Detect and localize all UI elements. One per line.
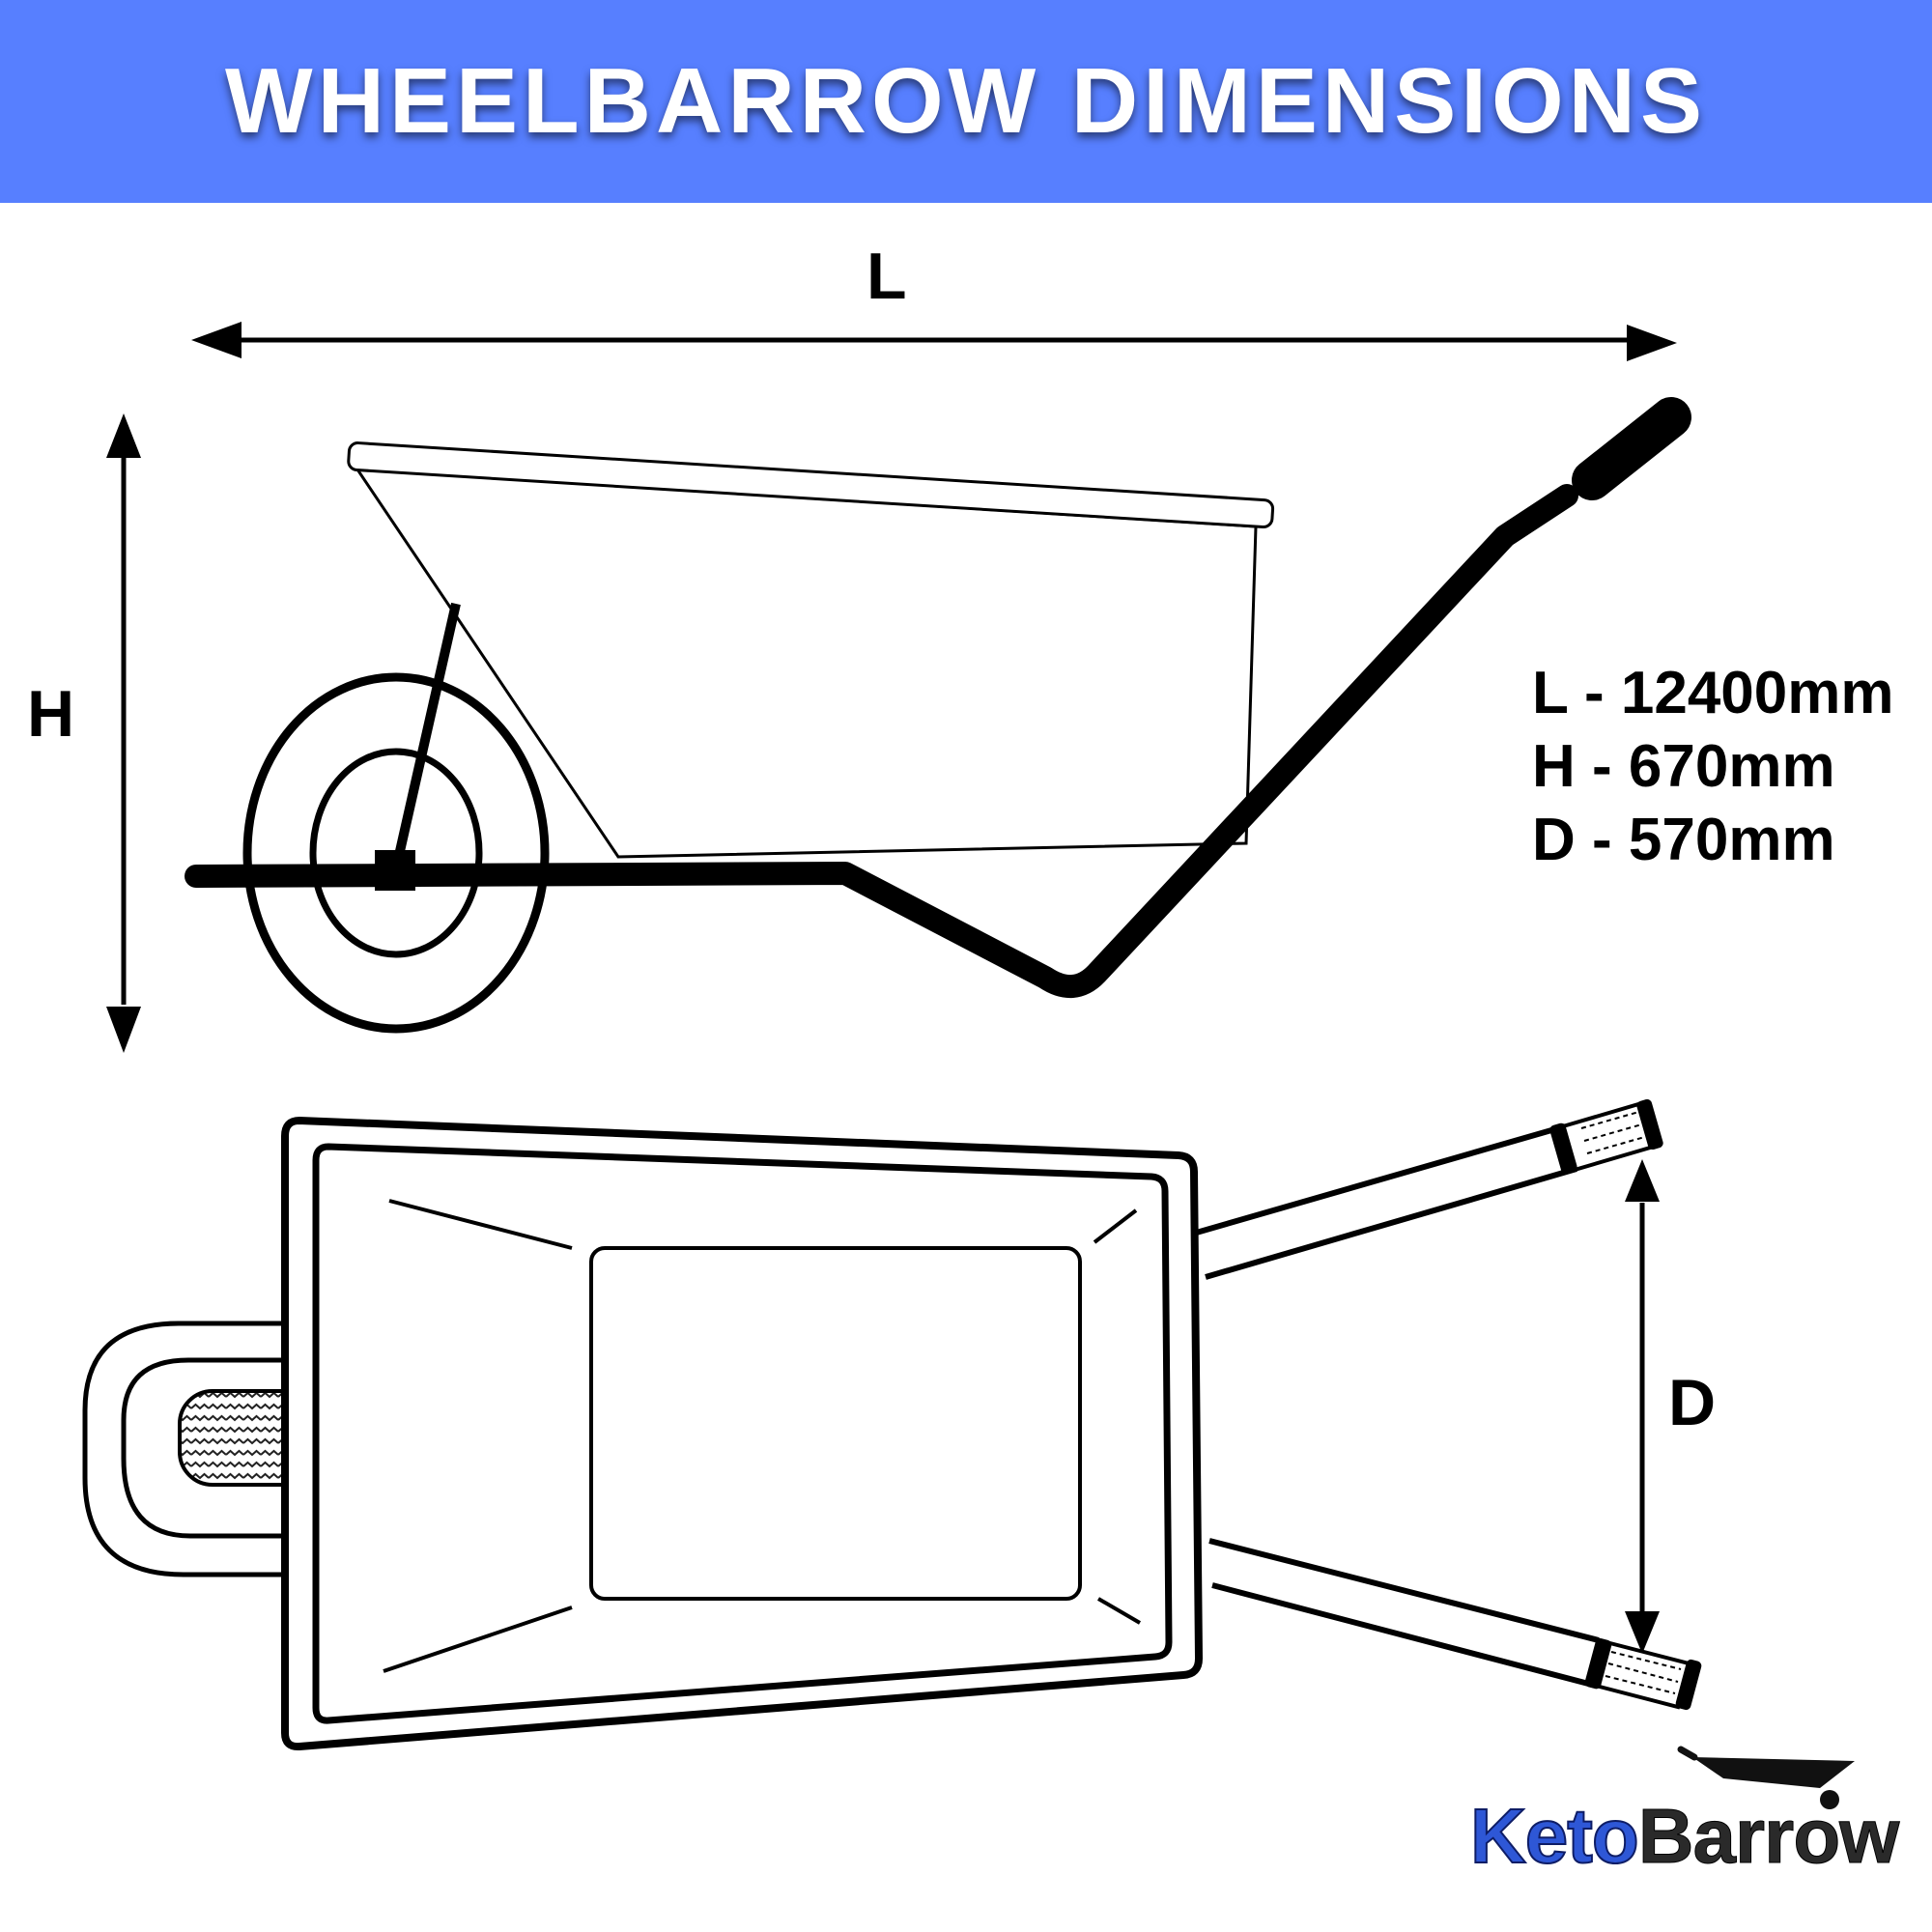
ketobarrow-logo: KetoBarrow xyxy=(1469,1744,1905,1898)
title-banner: WHEELBARROW DIMENSIONS xyxy=(0,0,1932,203)
dimension-specs: L - 12400mm H - 670mm D - 570mm xyxy=(1532,657,1894,877)
height-arrow xyxy=(106,413,141,1053)
spec-depth: D - 570mm xyxy=(1532,807,1835,873)
side-view-leg xyxy=(393,602,461,862)
top-view-tray-floor xyxy=(589,1246,1082,1601)
length-label: L xyxy=(867,240,907,313)
height-label: H xyxy=(27,677,75,751)
top-view xyxy=(82,1098,1702,1751)
side-view-frame xyxy=(185,484,1578,998)
page-title: WHEELBARROW DIMENSIONS xyxy=(225,49,1707,153)
side-view-tray xyxy=(347,441,1275,859)
length-arrow xyxy=(191,322,1677,361)
depth-arrow xyxy=(1625,1159,1660,1654)
side-view xyxy=(185,397,1691,1034)
logo-text: KetoBarrow xyxy=(1469,1792,1900,1881)
side-view-handle-grip xyxy=(1572,397,1691,500)
spec-height: H - 670mm xyxy=(1532,733,1835,800)
side-view-wheel xyxy=(242,672,550,1034)
top-view-wheel-guard xyxy=(82,1321,317,1577)
spec-length: L - 12400mm xyxy=(1532,660,1894,726)
top-view-handle-upper xyxy=(1192,1098,1663,1280)
logo-text-barrow: Barrow xyxy=(1637,1793,1900,1880)
top-view-tray xyxy=(281,1116,1204,1751)
depth-label: D xyxy=(1668,1366,1717,1439)
wheelbarrow-icon xyxy=(1677,1746,1855,1809)
top-view-handle-lower xyxy=(1208,1538,1702,1711)
side-view-axle xyxy=(375,850,415,891)
logo-text-keto: Keto xyxy=(1469,1792,1640,1880)
